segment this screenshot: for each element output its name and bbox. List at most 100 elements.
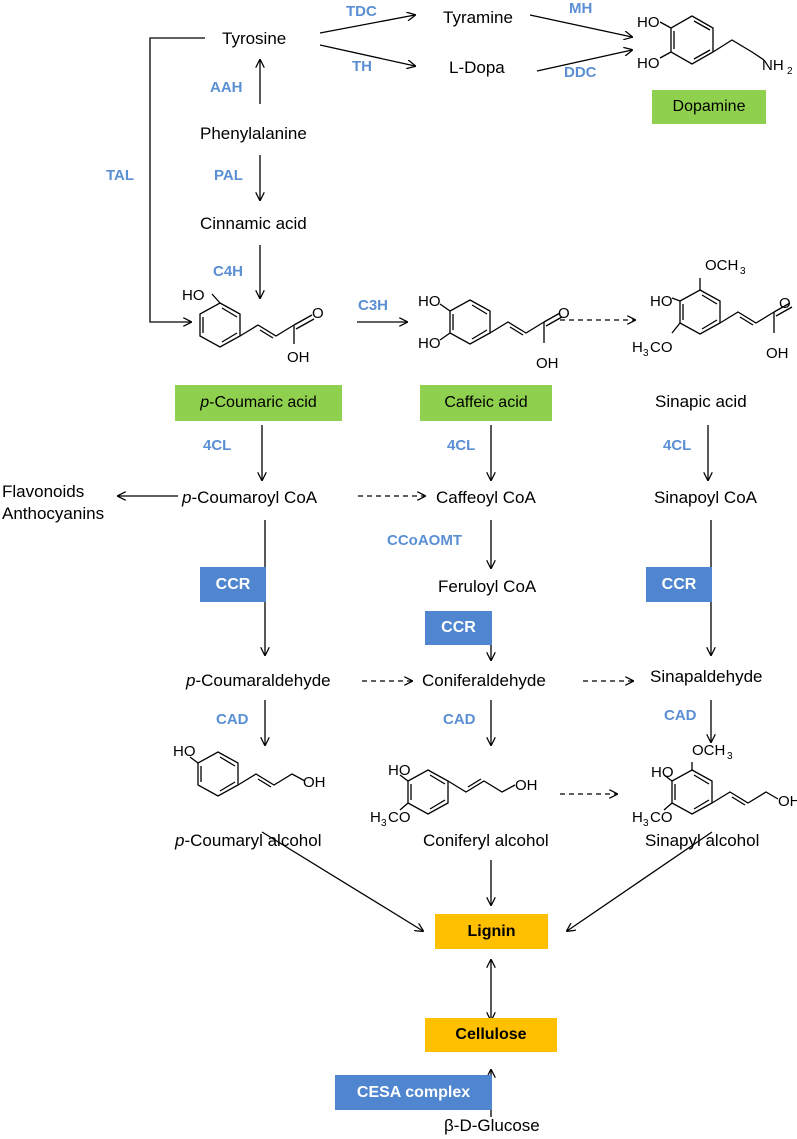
svg-text:HO: HO [173, 743, 196, 760]
svg-text:OH: OH [536, 355, 559, 372]
dopamine-box: Dopamine [652, 90, 766, 124]
svg-text:O: O [558, 305, 570, 322]
svg-text:HO: HO [182, 287, 205, 304]
ccr-label-3: CCR [661, 575, 697, 593]
coumaric-acid-prefix: p [200, 394, 210, 411]
svg-text:OH: OH [515, 777, 538, 794]
svg-text:HO: HO [650, 293, 673, 310]
coumaryl-alcohol-name: -Coumaryl alcohol [184, 831, 322, 850]
coumaraldehyde-prefix: p [186, 671, 196, 690]
coumaroyl-coa-label: p-Coumaroyl CoA [182, 488, 317, 508]
flavonoids-label: Flavonoids [2, 482, 85, 501]
coniferyl-alcohol-label: Coniferyl alcohol [423, 831, 549, 850]
coumaraldehyde-name: -Coumaraldehyde [195, 671, 331, 690]
ccr-box-2: CCR [425, 611, 492, 645]
feruloyl-coa-label: Feruloyl CoA [438, 577, 537, 596]
coniferyl-alcohol-structure [399, 769, 516, 815]
enzyme-c4h: C4H [213, 263, 244, 280]
glucose-label: β-D-Glucose [444, 1116, 540, 1135]
sinapyl-alcohol-label: Sinapyl alcohol [645, 831, 760, 850]
sinapic-acid-label: Sinapic acid [655, 392, 747, 411]
ldopa-label: L-Dopa [449, 58, 505, 77]
svg-text:OH: OH [303, 774, 326, 791]
dopamine-label: Dopamine [672, 98, 746, 115]
enzyme-th: TH [352, 58, 372, 75]
enzyme-cad-2: CAD [443, 711, 476, 728]
coumaryl-alcohol-prefix: p [175, 831, 185, 850]
ccr-label-1: CCR [215, 575, 251, 593]
enzyme-mh: MH [569, 0, 593, 17]
coumaric-acid-box: p-Coumaric acid [175, 385, 342, 421]
svg-text:3: 3 [643, 348, 649, 359]
coniferaldehyde-label: Coniferaldehyde [422, 671, 546, 690]
svg-text:CO: CO [650, 339, 673, 356]
caffeic-acid-box: Caffeic acid [420, 385, 552, 421]
svg-text:HO: HO [637, 14, 660, 31]
coniferyl-alcohol-labels: HO H 3 CO OH [370, 762, 538, 829]
coumaroyl-coa-prefix: p [182, 488, 192, 507]
svg-text:HO: HO [418, 293, 441, 310]
coumaric-acid-name: -Coumaric acid [209, 394, 317, 411]
svg-text:2: 2 [787, 66, 793, 77]
ccr-label-2: CCR [441, 619, 476, 636]
svg-text:HO: HO [388, 762, 411, 779]
coumaryl-alcohol-structure [189, 751, 306, 797]
sinapoyl-coa-label: Sinapoyl CoA [654, 488, 758, 507]
arrow-tal-bracket [149, 37, 205, 322]
caffeic-acid-label: Caffeic acid [444, 394, 528, 411]
cesa-complex-box: CESA complex [335, 1075, 492, 1110]
coumaric-acid-structure [199, 293, 315, 348]
caffeic-acid-labels: HO HO O OH [418, 293, 570, 372]
enzyme-cad-1: CAD [216, 711, 249, 728]
caffeic-acid-structure [439, 299, 563, 345]
arrow-tyramine-dopamine [529, 14, 632, 37]
coumaryl-alcohol-labels: HO OH [173, 743, 326, 791]
lignin-label: Lignin [467, 922, 516, 940]
caffeoyl-coa-label: Caffeoyl CoA [436, 488, 536, 507]
sinapaldehyde-label: Sinapaldehyde [650, 667, 763, 686]
arrows [118, 15, 712, 1117]
svg-text:3: 3 [643, 818, 649, 829]
ccr-box-1: CCR [200, 567, 266, 602]
cesa-complex-label: CESA complex [356, 1083, 471, 1101]
coumaryl-alcohol-label: p-Coumaryl alcohol [175, 831, 321, 851]
tyramine-label: Tyramine [443, 8, 513, 27]
svg-text:H: H [632, 809, 643, 826]
coumaric-acid-labels: HO O OH [182, 287, 324, 366]
enzyme-4cl-3: 4CL [663, 437, 692, 454]
coumaraldehyde-label: p-Coumaraldehyde [186, 671, 331, 691]
enzyme-ddc: DDC [564, 64, 597, 81]
svg-text:3: 3 [381, 818, 387, 829]
enzyme-tal: TAL [106, 167, 135, 184]
svg-text:OH: OH [778, 793, 797, 810]
cinnamic-acid-label: Cinnamic acid [200, 214, 307, 233]
svg-text:H: H [632, 339, 643, 356]
sinapic-acid-structure [671, 278, 793, 335]
sinapyl-alcohol-labels: OCH 3 HO H 3 CO OH [632, 742, 797, 829]
tyrosine-label: Tyrosine [222, 29, 287, 48]
svg-text:OCH: OCH [692, 742, 725, 759]
ccr-box-3: CCR [646, 567, 712, 602]
enzyme-4cl-1: 4CL [203, 437, 232, 454]
svg-text:HO: HO [637, 55, 660, 72]
svg-text:H: H [370, 809, 381, 826]
lignin-box: Lignin [435, 914, 548, 949]
arrow-sinapyl-lignin [567, 831, 713, 931]
svg-text:OCH: OCH [705, 257, 738, 274]
sinapyl-alcohol-structure [663, 762, 779, 815]
svg-text:O: O [312, 305, 324, 322]
arrow-tyrosine-ldopa [319, 44, 415, 66]
enzyme-aah: AAH [210, 79, 243, 96]
enzyme-ccoaomt: CCoAOMT [387, 532, 462, 549]
enzyme-pal: PAL [214, 167, 243, 184]
enzyme-c3h: C3H [358, 297, 389, 314]
svg-text:NH: NH [762, 57, 784, 74]
svg-text:OH: OH [766, 345, 789, 362]
svg-text:O: O [779, 295, 791, 312]
svg-text:HO: HO [651, 764, 674, 781]
enzyme-cad-3: CAD [664, 707, 697, 724]
cellulose-box: Cellulose [425, 1018, 557, 1052]
enzyme-4cl-2: 4CL [447, 437, 476, 454]
dopamine-structure [659, 15, 765, 65]
